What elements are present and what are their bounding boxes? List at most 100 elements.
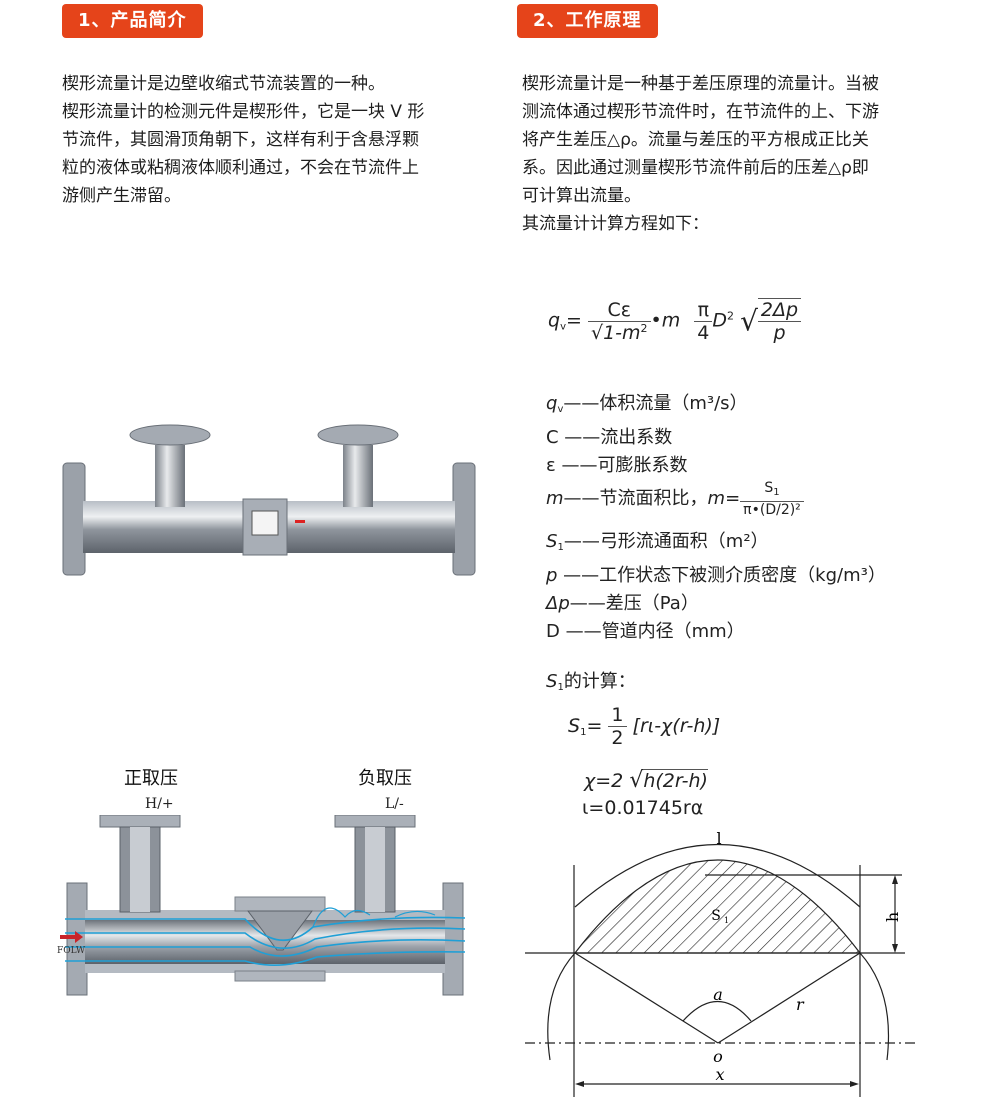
def-symbol: m xyxy=(546,488,564,509)
flow-equation: qv= Cε √1-m2 •m π 4 D2 √ 2Δp p xyxy=(548,298,802,344)
def-dash: —— xyxy=(569,593,606,614)
def-symbol: C xyxy=(546,427,559,448)
formula-qv: q xyxy=(548,309,561,332)
frac-num-s: S xyxy=(764,480,774,496)
definition-row: qv——体积流量（m³/s） xyxy=(546,390,804,424)
eq-sub: 1 xyxy=(580,727,587,738)
section1-badge: 1、产品简介 xyxy=(62,4,203,38)
def-symbol: q xyxy=(546,393,558,414)
sqrt-icon: √ xyxy=(590,321,604,344)
variable-definitions: qv——体积流量（m³/s） C ——流出系数 ε ——可膨胀系数 m——节流面… xyxy=(546,390,804,518)
def-text: 可膨胀系数 xyxy=(597,455,688,476)
intro-line: 楔形流量计的检测元件是楔形件，它是一块 V 形 xyxy=(62,102,425,122)
frac-den: 2 xyxy=(611,727,624,749)
iota-text: ι=0.01745rα xyxy=(582,797,704,819)
chi-lhs: χ=2 xyxy=(584,770,624,792)
definition-row: p ——工作状态下被测介质密度（kg/m³） xyxy=(546,562,886,590)
frac-num: S1 xyxy=(740,480,804,502)
s1-sub: 1 xyxy=(557,682,564,693)
def-symbol: ε xyxy=(546,455,556,476)
label-x: x xyxy=(715,1065,724,1084)
high-port-label: H/+ xyxy=(145,796,174,812)
s1-symbol: S xyxy=(546,671,558,692)
definition-row: S1——弓形流通面积（m²） xyxy=(546,528,886,562)
definition-row: D ——管道内径（mm） xyxy=(546,618,886,646)
formula-d-sup: 2 xyxy=(727,309,735,323)
variable-definitions-2: S1——弓形流通面积（m²） p ——工作状态下被测介质密度（kg/m³） Δp… xyxy=(546,528,886,646)
definition-row: ε ——可膨胀系数 xyxy=(546,452,804,480)
iota-equation: ι=0.01745rα xyxy=(582,797,703,819)
def-sub: 1 xyxy=(557,542,564,553)
def-text: 弓形流通面积（m²） xyxy=(599,531,769,552)
label-h: h xyxy=(883,912,902,922)
frac-num: 1 xyxy=(608,704,627,727)
frac-num-sub: 1 xyxy=(773,487,780,498)
def-symbol: S xyxy=(546,531,558,552)
def-dash: —— xyxy=(555,455,598,476)
def-dash: —— xyxy=(559,621,602,642)
label-r: r xyxy=(796,995,805,1014)
def-text: 体积流量（m³/s） xyxy=(599,393,748,414)
def-dash: —— xyxy=(563,531,600,552)
formula-qv-sub: v xyxy=(560,321,566,333)
s1-title-text: 的计算： xyxy=(563,671,636,692)
intro-line: 粒的液体或粘稠液体顺利通过，不会在节流件上 xyxy=(62,158,419,178)
sqrt-icon: √ xyxy=(740,304,758,338)
frac-den-root: 1-m xyxy=(603,321,641,344)
flow-arrow-icon xyxy=(60,931,83,943)
frac-den: p xyxy=(773,322,786,344)
formula-d: D xyxy=(712,309,728,332)
principle-line: 其流量计计算方程如下： xyxy=(522,214,709,234)
eq-lhs: S xyxy=(568,715,581,737)
flow-label: FOLW xyxy=(57,946,86,956)
product-photo xyxy=(62,424,476,576)
chi-equation: χ=2 √h(2r-h) xyxy=(584,768,708,793)
fraction-pi-4: π 4 xyxy=(694,299,713,344)
def-dash: —— xyxy=(558,427,601,448)
principle-line: 系。因此通过测量楔形节流件前后的压差△ρ即 xyxy=(522,158,869,178)
def-symbol: p xyxy=(546,565,558,586)
principle-line: 测流体通过楔形节流件时，在节流件的上、下游 xyxy=(522,102,879,122)
def-text: 工作状态下被测介质密度（kg/m³） xyxy=(599,565,886,586)
principle-line: 楔形流量计是一种基于差压原理的流量计。当被 xyxy=(522,74,879,94)
def-symbol: Δp xyxy=(546,593,570,614)
principle-line: 可计算出流量。 xyxy=(522,186,641,206)
def-dash: —— xyxy=(563,393,600,414)
definition-row: C ——流出系数 xyxy=(546,424,804,452)
frac-den-sup: 2 xyxy=(640,321,648,335)
def-text: 流出系数 xyxy=(600,427,673,448)
label-s1-sub: 1 xyxy=(724,916,729,925)
def-text: 差压（Pa） xyxy=(605,593,699,614)
eq-rhs: [rι-χ(r-h)] xyxy=(632,715,721,737)
def-symbol: D xyxy=(546,621,560,642)
frac-den: 4 xyxy=(697,321,710,344)
def-dash: —— xyxy=(563,488,600,509)
formula-dot-m: •m xyxy=(650,309,681,332)
fraction-2dp-p: 2Δp p xyxy=(757,298,802,344)
section2-badge: 2、工作原理 xyxy=(517,4,658,38)
label-l: l xyxy=(716,829,721,848)
intro-line: 楔形流量计是边壁收缩式节流装置的一种。 xyxy=(62,74,385,94)
cutaway-illustration: FOLW xyxy=(57,815,466,996)
sqrt-icon: √ xyxy=(629,768,644,793)
label-o: o xyxy=(713,1047,723,1066)
intro-line: 节流件，其圆滑顶角朝下，这样有利于含悬浮颗 xyxy=(62,130,419,150)
frac-num: Cε xyxy=(587,299,651,322)
def-dash: —— xyxy=(557,565,600,586)
principle-line: 将产生差压△ρ。流量与差压的平方根成正比关 xyxy=(522,130,869,150)
def-text: 节流面积比， xyxy=(599,488,708,509)
low-port-label: L/- xyxy=(385,796,404,812)
intro-line: 游侧产生滞留。 xyxy=(62,186,181,206)
frac-num: 2Δp xyxy=(757,299,802,322)
formula-eq: = xyxy=(565,309,582,332)
chi-root: h(2r-h) xyxy=(643,769,708,792)
definition-row: Δp——差压（Pa） xyxy=(546,590,886,618)
def-text: 管道内径（mm） xyxy=(601,621,745,642)
fraction-c-epsilon: Cε √1-m2 xyxy=(587,299,651,344)
m-formula-lhs: m= xyxy=(707,488,741,509)
product-intro-text: 楔形流量计是边壁收缩式节流装置的一种。 楔形流量计的检测元件是楔形件，它是一块 … xyxy=(62,70,424,210)
